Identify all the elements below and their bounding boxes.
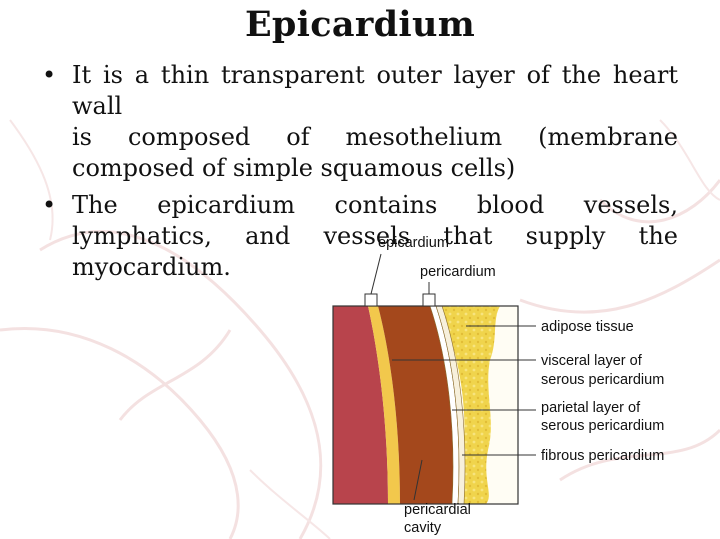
- epicardium-marker: [364, 293, 378, 307]
- bullet-dot: •: [42, 61, 57, 89]
- pericardial-cavity: [378, 306, 454, 504]
- bullet-list: • It is a thin transparent outer layer o…: [42, 60, 678, 289]
- label-epicardium: epicardium: [378, 235, 449, 251]
- epicardium-layer: [368, 306, 400, 504]
- bullet-2-line-1: The epicardium contains blood vessels,: [72, 191, 678, 219]
- label-parietal-layer-1: parietal layer of: [541, 400, 641, 416]
- bullet-dot: •: [42, 191, 57, 219]
- myocardium: [333, 306, 388, 504]
- label-pericardium: pericardium: [420, 264, 496, 280]
- label-visceral-layer-1: visceral layer of: [541, 353, 643, 369]
- pericardium-marker: [422, 293, 436, 307]
- bullet-2-line-2: lymphatics, and vessels that supply the: [72, 222, 678, 250]
- fibrous-layer: [435, 306, 466, 504]
- bullet-item-1: • It is a thin transparent outer layer o…: [42, 60, 678, 184]
- label-pericardial-cavity-1: pericardial: [404, 502, 471, 518]
- label-pericardial-cavity-2: cavity: [404, 520, 442, 536]
- bullet-1-line-1: It is a thin transparent outer layer of …: [72, 61, 678, 120]
- bullet-1-line-2: is composed of mesothelium (membrane: [72, 123, 678, 151]
- label-adipose-tissue: adipose tissue: [541, 319, 634, 335]
- bullet-2-line-3: myocardium.: [72, 253, 231, 281]
- bullet-1-line-3: composed of simple squamous cells): [72, 154, 516, 182]
- slide-title: Epicardium: [244, 4, 476, 45]
- label-fibrous-pericardium: fibrous pericardium: [541, 448, 664, 464]
- label-visceral-layer-2: serous pericardium: [541, 372, 664, 388]
- bullet-item-2: • The epicardium contains blood vessels,…: [42, 190, 678, 283]
- label-parietal-layer-2: serous pericardium: [541, 418, 664, 434]
